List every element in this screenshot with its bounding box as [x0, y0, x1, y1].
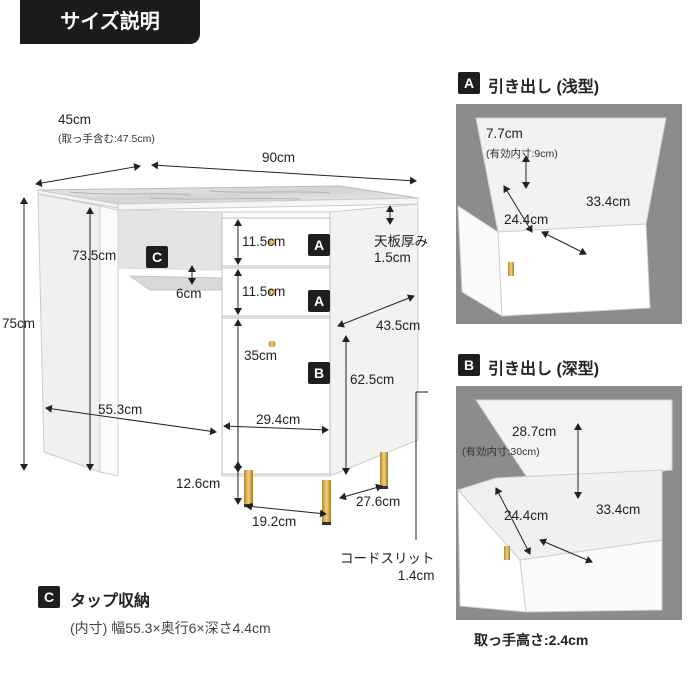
drawer-deep-badge: B	[458, 354, 480, 376]
drawer-deep-width: 24.4cm	[504, 508, 549, 523]
drawer-deep-title: 引き出し (深型)	[488, 361, 600, 378]
tap-storage-title: タップ収納	[70, 593, 151, 610]
cabinet-width-label: 29.4cm	[256, 412, 301, 427]
width-label: 90cm	[262, 150, 296, 165]
drawer-b-badge: B	[308, 362, 330, 384]
drawer-shallow-badge: A	[458, 72, 480, 94]
cabinet-height-label: 62.5cm	[350, 372, 395, 387]
tap-storage-badge: C	[38, 586, 60, 608]
drawer-deep-depth: 33.4cm	[596, 502, 641, 517]
page-title: サイズ説明	[20, 0, 200, 44]
leg-front-right	[322, 480, 331, 524]
drawer-shallow-height: 7.7cm	[486, 126, 523, 141]
leg-front-left	[244, 470, 253, 506]
leg-span-d-label: 27.6cm	[356, 494, 401, 509]
drawer-a2-badge: A	[308, 290, 330, 312]
drawer-shallow-depth: 33.4cm	[586, 194, 631, 209]
drawer-a2-height: 11.5cm	[242, 284, 286, 299]
cord-slit-label: コードスリット 1.4cm	[340, 551, 435, 583]
handle-height-label: 取っ手高さ:2.4cm	[474, 632, 589, 648]
knee-width-label: 55.3cm	[98, 402, 143, 417]
drawer-shallow-title: 引き出し (浅型)	[488, 79, 600, 96]
drawer-a1-badge: A	[308, 234, 330, 256]
height-label: 75cm	[2, 316, 36, 331]
side-depth-label: 43.5cm	[376, 318, 421, 333]
tap-gap-label: 6cm	[176, 286, 202, 301]
drawer-shallow-width: 24.4cm	[504, 212, 549, 227]
inner-height-label: 73.5cm	[72, 248, 117, 263]
drawer-a1-height: 11.5cm	[242, 234, 286, 249]
storage-c-badge: C	[146, 246, 168, 268]
leg-back	[380, 452, 388, 488]
drawer-shallow-height-note: (有効内寸:9cm)	[486, 148, 558, 160]
leg-span-w-label: 19.2cm	[252, 514, 297, 529]
top-thickness-label: 天板厚み 1.5cm	[374, 234, 428, 265]
drawer-b-height: 35cm	[244, 348, 278, 363]
depth-label: 45cm	[58, 112, 92, 127]
depth-note: (取っ手含む:47.5cm)	[58, 133, 155, 145]
drawer-deep-height-note: (有効内寸:30cm)	[462, 446, 540, 458]
leg-height-label: 12.6cm	[176, 476, 221, 491]
tap-storage-detail: (内寸) 幅55.3×奥行6×深さ4.4cm	[70, 620, 271, 636]
drawer-deep-height: 28.7cm	[512, 424, 557, 439]
left-panel	[37, 193, 101, 473]
